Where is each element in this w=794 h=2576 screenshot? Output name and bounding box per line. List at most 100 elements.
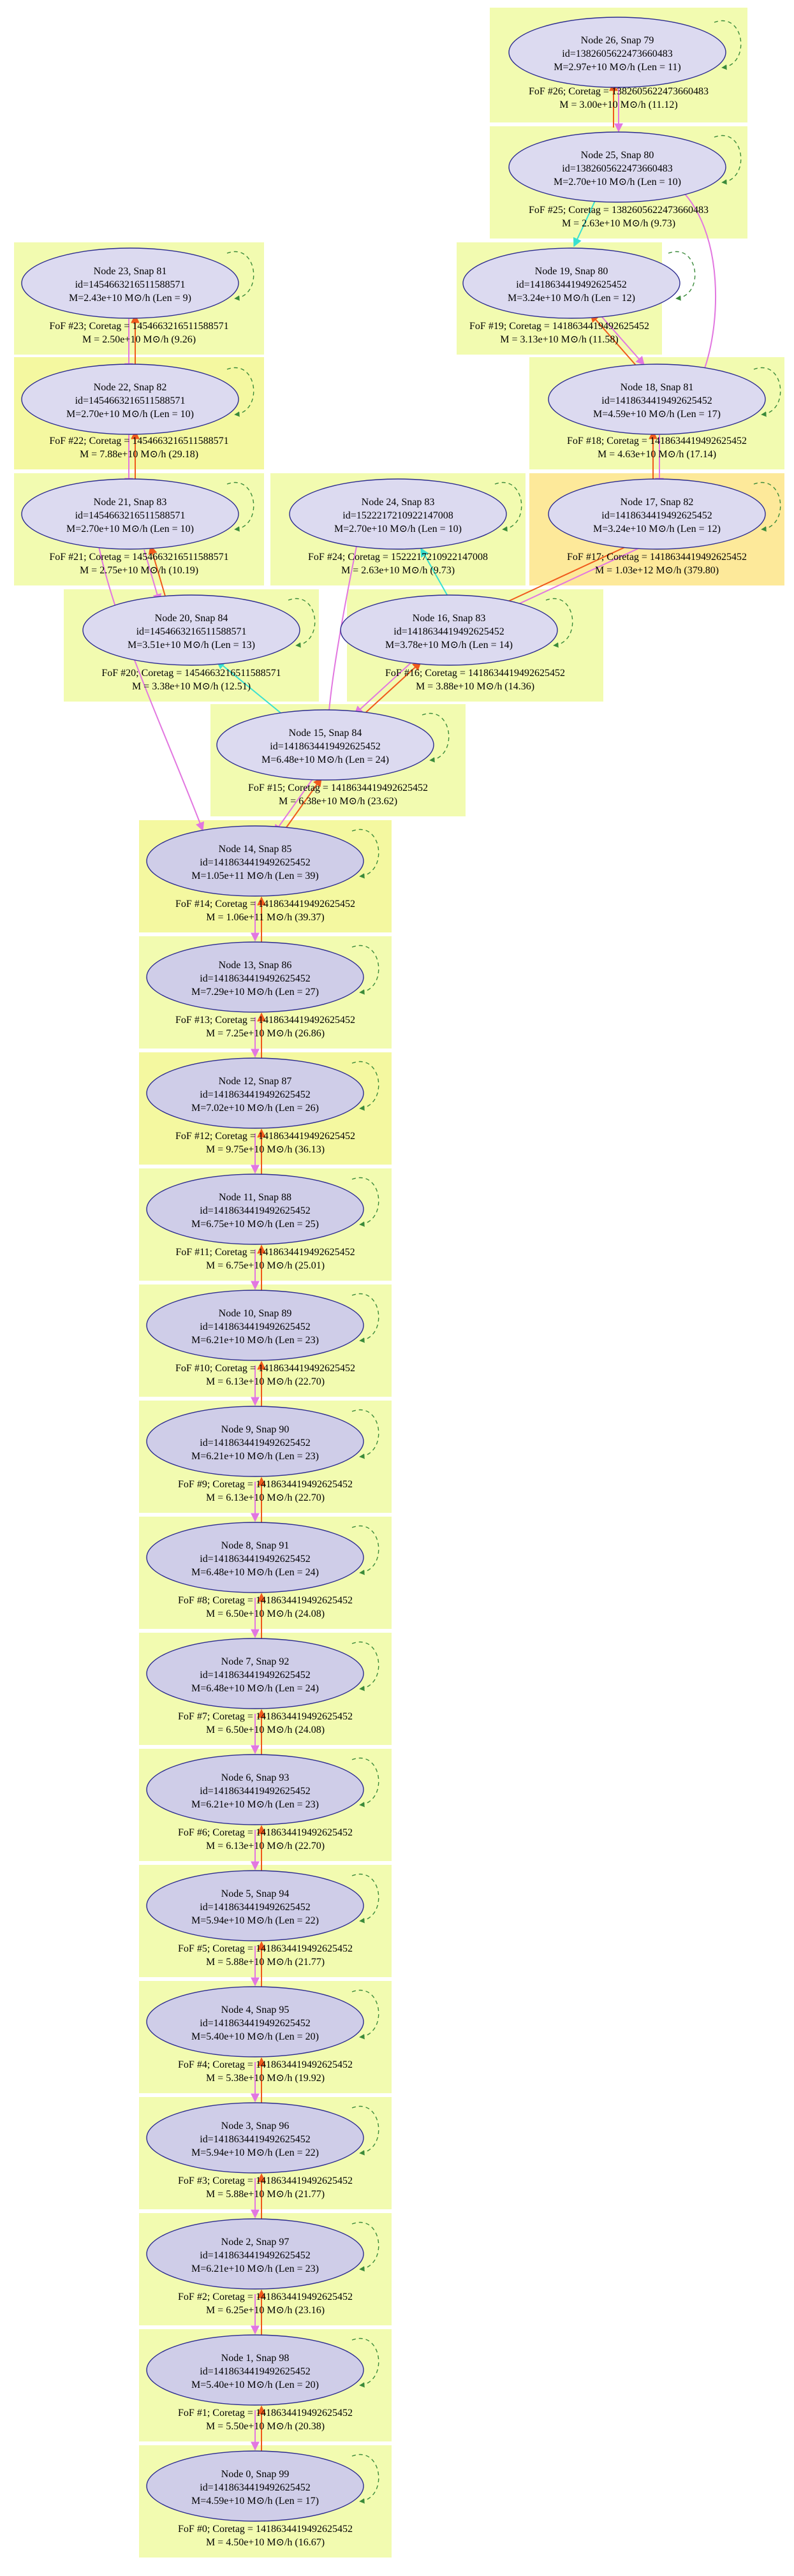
node-label-line: M=6.48e+10 M⊙/h (Len = 24) bbox=[191, 1683, 319, 1694]
fof-label: FoF #0; Coretag = 1418634419492625452 bbox=[178, 2524, 353, 2535]
fof-label: FoF #23; Coretag = 1454663216511588571 bbox=[49, 321, 228, 332]
node-label-line: M=6.21e+10 M⊙/h (Len = 23) bbox=[191, 1451, 319, 1462]
self-loop bbox=[226, 367, 254, 417]
node-n6: Node 6, Snap 93 id=1418634419492625452M=6… bbox=[146, 1754, 364, 1825]
self-loop bbox=[422, 712, 450, 763]
node-label-line: id=1418634419492625452 bbox=[200, 1438, 310, 1448]
node-label-line: Node 18, Snap 81 bbox=[621, 382, 694, 393]
edge-n20-n21 bbox=[148, 545, 166, 599]
node-label-line: id=1418634419492625452 bbox=[200, 1205, 310, 1216]
node-label-line: M=6.48e+10 M⊙/h (Len = 24) bbox=[261, 754, 389, 765]
self-loop bbox=[351, 2221, 379, 2272]
self-loop bbox=[494, 482, 522, 532]
node-label-line: Node 8, Snap 91 bbox=[221, 1540, 290, 1551]
node-label-line: Node 2, Snap 97 bbox=[221, 2237, 290, 2248]
node-label-line: id=1418634419492625452 bbox=[200, 973, 310, 984]
node-label-line: M=6.48e+10 M⊙/h (Len = 24) bbox=[191, 1567, 319, 1578]
node-label-line: id=1418634419492625452 bbox=[200, 1786, 310, 1797]
fof-mass: M = 3.00e+10 M⊙/h (11.12) bbox=[559, 99, 678, 110]
fof-mass: M = 6.50e+10 M⊙/h (24.08) bbox=[206, 1725, 325, 1735]
node-n5: Node 5, Snap 94id=1418634419492625452M=5… bbox=[146, 1870, 364, 1941]
node-label-line: M=3.24e+10 M⊙/h (Len = 12) bbox=[593, 524, 721, 534]
node-label-line: M=5.94e+10 M⊙/h (Len = 22) bbox=[191, 2147, 319, 2158]
node-label-line: M=7.29e+10 M⊙/h (Len = 27) bbox=[191, 987, 319, 997]
self-loop bbox=[351, 1989, 379, 2040]
fof-label: FoF #7; Coretag = 1418634419492625452 bbox=[178, 1711, 353, 1722]
node-ellipse bbox=[146, 941, 364, 1013]
fof-label: FoF #9; Coretag = 1418634419492625452 bbox=[178, 1479, 353, 1490]
node-ellipse bbox=[146, 1174, 364, 1245]
fof-label: FoF #8; Coretag = 1418634419492625452 bbox=[178, 1595, 353, 1606]
edge-n24-n15 bbox=[324, 543, 358, 719]
node-n2: Node 2, Snap 97id=1418634419492625452M=6… bbox=[146, 2218, 364, 2290]
node-label-line: M=5.40e+10 M⊙/h (Len = 20) bbox=[191, 2031, 319, 2042]
node-label-line: Node 3, Snap 96 bbox=[221, 2121, 290, 2131]
edge-n16-n24 bbox=[420, 547, 450, 599]
node-label-line: Node 6, Snap 93 bbox=[221, 1772, 290, 1783]
node-label-line: M=6.21e+10 M⊙/h (Len = 23) bbox=[191, 2263, 319, 2274]
fof-label: FoF #12; Coretag = 1418634419492625452 bbox=[175, 1131, 355, 1142]
node-label-line: id=1454663216511588571 bbox=[75, 395, 186, 406]
self-loop bbox=[351, 1757, 379, 1807]
node-ellipse bbox=[146, 2218, 364, 2290]
node-label-line: M=7.02e+10 M⊙/h (Len = 26) bbox=[191, 1103, 319, 1114]
self-loop bbox=[351, 1641, 379, 1691]
node-n8: Node 8, Snap 91 id=1418634419492625452M=6… bbox=[146, 1522, 364, 1593]
node-n24: Node 24, Snap 83id=1522217210922147008M=… bbox=[289, 478, 507, 550]
fof-label: FoF #22; Coretag = 1454663216511588571 bbox=[49, 436, 228, 446]
edge-n21-n20 bbox=[143, 549, 162, 603]
self-loop bbox=[351, 1873, 379, 1924]
node-ellipse bbox=[508, 17, 726, 88]
fof-mass: M = 3.88e+10 M⊙/h (14.36) bbox=[416, 681, 534, 692]
node-n18: Node 18, Snap 81id=1418634419492625452M=… bbox=[548, 364, 766, 435]
node-n15: Node 15, Snap 84id=1418634419492625452M=… bbox=[216, 709, 434, 781]
node-n9: Node 9, Snap 90id=1418634419492625452M=6… bbox=[146, 1406, 364, 1477]
edge-n25-n18 bbox=[675, 184, 717, 378]
node-ellipse bbox=[548, 364, 766, 435]
fof-label: FoF #14; Coretag = 1418634419492625452 bbox=[175, 899, 355, 909]
node-ellipse bbox=[216, 709, 434, 781]
node-n17: Node 17, Snap 82id=1418634419492625452M=… bbox=[548, 478, 766, 550]
node-label-line: M=3.24e+10 M⊙/h (Len = 12) bbox=[508, 293, 635, 304]
fof-mass: M = 5.88e+10 M⊙/h (21.77) bbox=[206, 2189, 325, 2200]
node-label-line: id=1418634419492625452 bbox=[393, 626, 504, 637]
node-n19: Node 19, Snap 80id=1418634419492625452M=… bbox=[462, 247, 680, 319]
node-n14: Node 14, Snap 85id=1418634419492625452M=… bbox=[146, 825, 364, 897]
fof-label: FoF #2; Coretag = 1418634419492625452 bbox=[178, 2292, 353, 2302]
node-ellipse bbox=[548, 478, 766, 550]
node-ellipse bbox=[146, 2450, 364, 2522]
fof-label: FoF #15; Coretag = 1418634419492625452 bbox=[248, 783, 428, 793]
node-label-line: M=6.21e+10 M⊙/h (Len = 23) bbox=[191, 1799, 319, 1810]
fof-mass: M = 6.13e+10 M⊙/h (22.70) bbox=[206, 1376, 325, 1387]
node-label-line: Node 21, Snap 83 bbox=[94, 497, 167, 508]
node-label-line: M=5.40e+10 M⊙/h (Len = 20) bbox=[191, 2380, 319, 2390]
node-ellipse bbox=[146, 1638, 364, 1709]
node-label-line: M=2.43e+10 M⊙/h (Len = 9) bbox=[69, 293, 191, 304]
node-label-line: Node 10, Snap 89 bbox=[219, 1308, 292, 1319]
fof-label: FoF #17; Coretag = 1418634419492625452 bbox=[567, 552, 747, 563]
fof-labels: FoF #26; Coretag = 1382605622473660483M … bbox=[49, 86, 747, 2548]
node-label-line: id=1418634419492625452 bbox=[200, 1554, 310, 1564]
node-label-line: Node 11, Snap 88 bbox=[219, 1192, 291, 1203]
node-label-line: Node 25, Snap 80 bbox=[581, 150, 654, 161]
edge-n19-n18 bbox=[596, 311, 645, 366]
self-loop bbox=[351, 1177, 379, 1227]
self-loop bbox=[351, 1293, 379, 1343]
node-label-line: Node 7, Snap 92 bbox=[221, 1656, 290, 1667]
node-label-line: id=1454663216511588571 bbox=[75, 279, 186, 290]
node-n7: Node 7, Snap 92id=1418634419492625452M=6… bbox=[146, 1638, 364, 1709]
fof-mass: M = 2.50e+10 M⊙/h (9.26) bbox=[82, 334, 196, 345]
node-label-line: Node 26, Snap 79 bbox=[581, 35, 654, 46]
node-n13: Node 13, Snap 86id=1418634419492625452M=… bbox=[146, 941, 364, 1013]
fof-label: FoF #16; Coretag = 1418634419492625452 bbox=[385, 668, 565, 679]
self-loop bbox=[351, 945, 379, 995]
fof-mass: M = 7.88e+10 M⊙/h (29.18) bbox=[80, 449, 198, 460]
fof-mass: M = 1.03e+12 M⊙/h (379.80) bbox=[595, 565, 719, 576]
fof-mass: M = 4.50e+10 M⊙/h (16.67) bbox=[206, 2537, 325, 2548]
node-label-line: M=2.97e+10 M⊙/h (Len = 11) bbox=[554, 62, 680, 73]
node-label-line: id=1382605622473660483 bbox=[562, 48, 672, 59]
node-ellipse bbox=[146, 1406, 364, 1477]
fof-label: FoF #13; Coretag = 1418634419492625452 bbox=[175, 1015, 355, 1026]
node-label-line: id=1418634419492625452 bbox=[601, 510, 712, 521]
fof-mass: M = 5.88e+10 M⊙/h (21.77) bbox=[206, 1957, 325, 1968]
